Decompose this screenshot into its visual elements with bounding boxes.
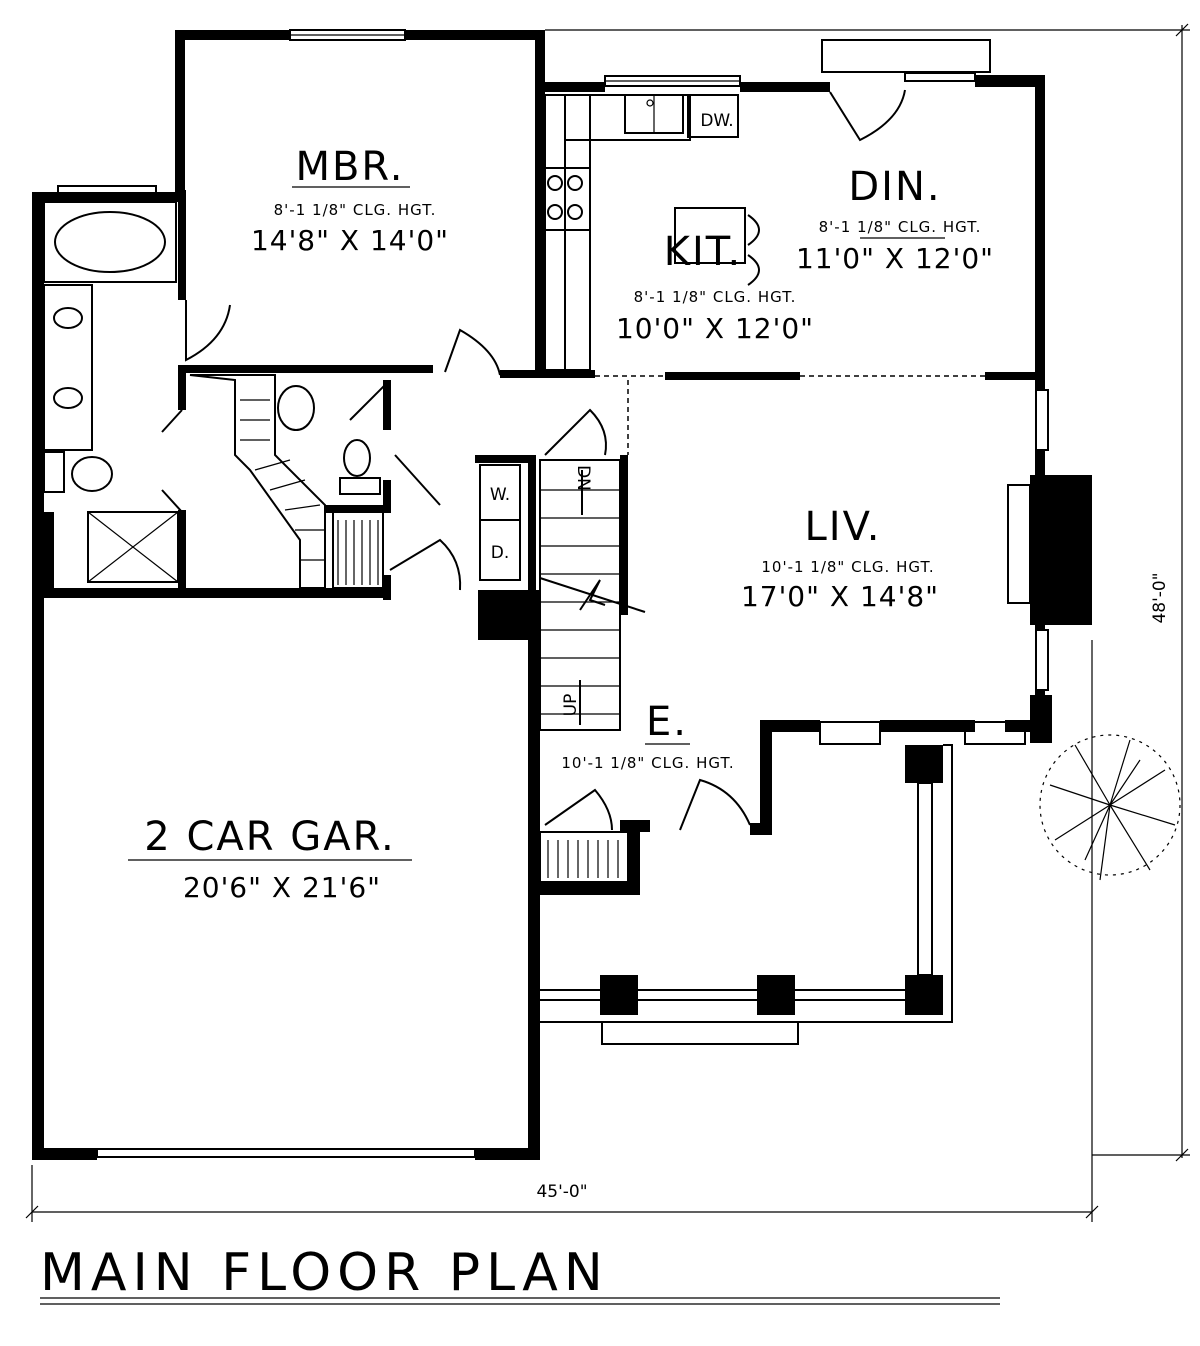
page-title: MAIN FLOOR PLAN xyxy=(40,1243,609,1303)
laundry-and-stairs xyxy=(479,459,646,731)
dishwasher-label: DW. xyxy=(700,111,733,131)
kitchen-fixtures xyxy=(544,89,906,371)
mbr-label: MBR. xyxy=(295,144,404,190)
room-labels: MBR. 8'-1 1/8" CLG. HGT. 14'8" X 14'0" D… xyxy=(128,144,994,904)
bath-fixtures xyxy=(43,201,381,583)
liv-ceiling: 10'-1 1/8" CLG. HGT. xyxy=(761,558,934,576)
garage-label: 2 CAR GAR. xyxy=(144,814,395,860)
width-dimension: 45'-0" xyxy=(536,1182,587,1202)
tree-icon xyxy=(1039,734,1181,881)
din-ceiling: 8'-1 1/8" CLG. HGT. xyxy=(819,218,982,236)
dimension-lines xyxy=(25,23,1190,1305)
fixture-labels: DW. W. D. DN UP xyxy=(490,111,734,716)
windows xyxy=(57,29,1049,1158)
liv-size: 17'0" X 14'8" xyxy=(741,580,939,613)
dryer-label: D. xyxy=(491,543,510,563)
openings xyxy=(595,375,1031,604)
front-porch xyxy=(540,744,953,1045)
liv-label: LIV. xyxy=(804,504,881,550)
din-label: DIN. xyxy=(848,164,941,210)
garage-size: 20'6" X 21'6" xyxy=(183,871,381,904)
closets xyxy=(189,374,629,883)
mbr-size: 14'8" X 14'0" xyxy=(251,224,449,257)
entry-label: E. xyxy=(646,699,688,745)
stair-up-label: UP xyxy=(561,694,581,717)
kit-ceiling: 8'-1 1/8" CLG. HGT. xyxy=(634,288,797,306)
kit-size: 10'0" X 12'0" xyxy=(616,312,814,345)
doors xyxy=(161,300,751,831)
kit-label: KIT. xyxy=(664,229,742,275)
din-size: 11'0" X 12'0" xyxy=(796,242,994,275)
depth-dimension: 48'-0" xyxy=(1150,572,1170,623)
mbr-ceiling: 8'-1 1/8" CLG. HGT. xyxy=(274,201,437,219)
exterior-walls xyxy=(32,30,1092,1160)
entry-ceiling: 10'-1 1/8" CLG. HGT. xyxy=(561,754,734,772)
stair-down-label: DN xyxy=(573,465,593,491)
washer-label: W. xyxy=(490,485,510,505)
